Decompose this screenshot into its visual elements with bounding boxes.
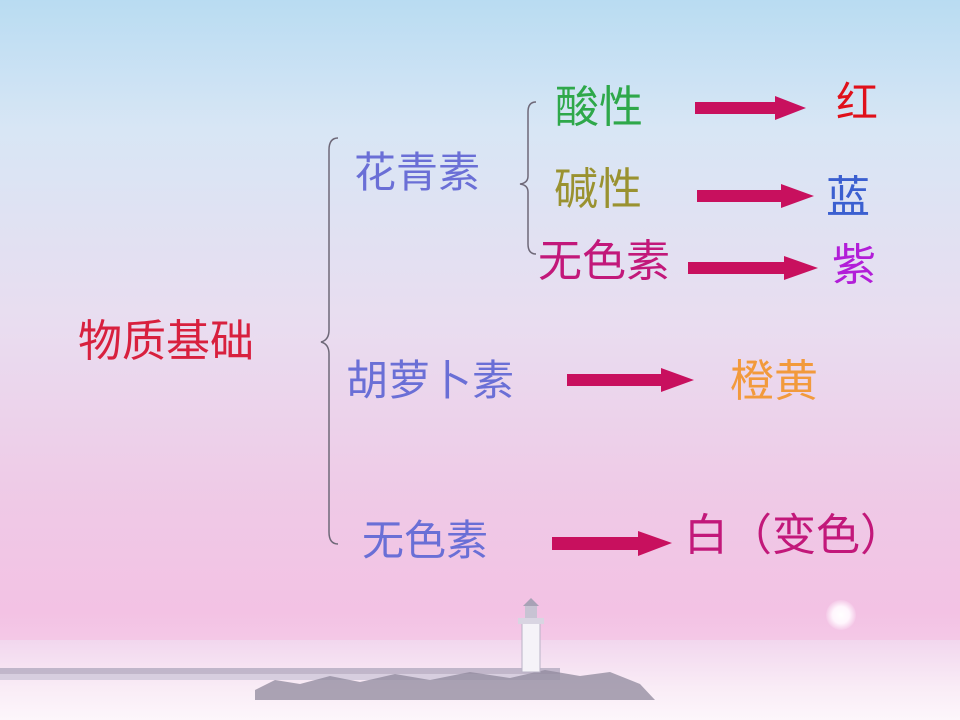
breakwater-scenery — [0, 668, 655, 700]
sun-glow — [826, 600, 856, 630]
sub-brace — [519, 101, 537, 255]
arrow-basic — [697, 184, 814, 208]
lighthouse-icon — [518, 598, 544, 673]
branch-carotene-label: 胡萝卜素 — [346, 356, 515, 405]
result-purple: 紫 — [832, 240, 876, 291]
arrow-colorless — [552, 531, 672, 556]
arrow-none — [688, 256, 818, 280]
main-brace — [320, 137, 339, 545]
branch-anthocyanin-label: 花青素 — [354, 148, 481, 197]
branch-colorless-label: 无色素 — [362, 516, 489, 565]
result-white-changes: 白（变色） — [684, 510, 904, 561]
arrow-acidic — [695, 96, 806, 120]
sub-basic-label: 碱性 — [554, 164, 642, 215]
result-orange-yellow: 橙黄 — [730, 356, 818, 407]
arrow-carotene — [567, 368, 694, 392]
root-label: 物质基础 — [78, 316, 254, 367]
result-red: 红 — [836, 78, 879, 127]
result-blue: 蓝 — [826, 172, 870, 223]
sub-none-label: 无色素 — [538, 236, 670, 287]
sub-acidic-label: 酸性 — [555, 82, 643, 133]
arrows — [552, 96, 818, 556]
